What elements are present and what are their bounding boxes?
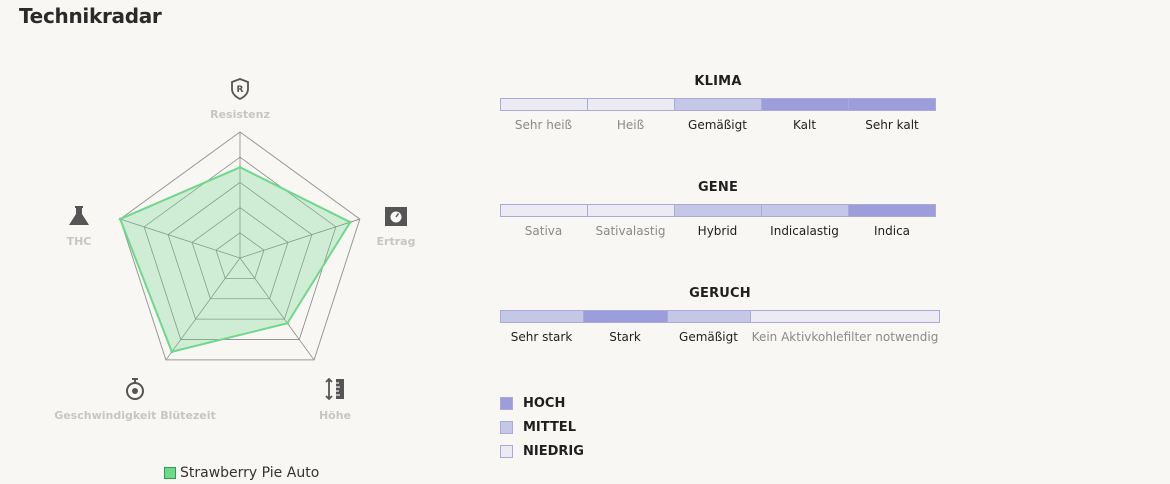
radar-axis-label: Resistenz <box>210 108 270 121</box>
scale-segment <box>848 98 936 111</box>
level-legend: HOCH MITTEL NIEDRIG <box>500 391 584 463</box>
scale-segment <box>500 310 583 323</box>
scale-segment <box>500 98 587 111</box>
scale-segment <box>848 204 936 217</box>
radar-grid-ring <box>191 207 289 300</box>
scale-option-label: Kein Aktivkohlefilter notwendig <box>751 330 939 344</box>
scale-bar <box>500 98 936 111</box>
scale-segment <box>587 98 674 111</box>
radar-grid-ring <box>143 156 337 340</box>
height-ruler-icon <box>325 377 344 401</box>
scale-option-label: Sehr kalt <box>865 118 919 132</box>
level-swatch <box>500 396 513 410</box>
level-label: MITTEL <box>523 419 576 435</box>
radar-point <box>285 321 289 325</box>
level-legend-item-mittel: MITTEL <box>500 415 584 439</box>
radar-series-area <box>119 166 352 353</box>
scale-bar <box>500 204 936 217</box>
level-legend-item-hoch: HOCH <box>500 391 584 415</box>
stopwatch-icon <box>126 378 144 400</box>
radar-point <box>238 165 242 169</box>
page-title: Technikradar <box>19 4 162 28</box>
radar-spoke <box>165 257 241 361</box>
flask-icon <box>69 206 89 225</box>
scale-option-label: Gemäßigt <box>679 330 738 344</box>
level-label: HOCH <box>523 395 566 411</box>
scale-segment <box>587 204 674 217</box>
radar-spoke <box>120 218 241 259</box>
svg-text:R: R <box>237 85 244 95</box>
scale-option-label: Stark <box>609 330 641 344</box>
scale-option-label: Gemäßigt <box>688 118 747 132</box>
scale-option-label: Sativa <box>524 224 563 238</box>
radar-grid-ring <box>167 181 313 320</box>
radar-point <box>170 350 174 354</box>
radar-spoke <box>239 257 315 361</box>
scale-option-label: Hybrid <box>697 224 738 238</box>
scale-segment <box>761 204 848 217</box>
radar-axis-label: THC <box>67 235 92 248</box>
level-label: NIEDRIG <box>523 443 584 459</box>
scale-segment <box>667 310 750 323</box>
scale-option-label: Sativalastig <box>595 224 666 238</box>
scale-weight-icon <box>385 207 407 226</box>
scale-labels: Sehr heiß Heiß Gemäßigt Kalt Sehr kalt <box>500 118 936 132</box>
scale-segment <box>583 310 667 323</box>
scale-segment <box>750 310 940 323</box>
scale-option-label: Indica <box>873 224 911 238</box>
radar-spoke <box>239 218 360 259</box>
scale-gene: GENE Sativa Sativalastig Hybrid Indicalasti… <box>500 180 936 244</box>
scale-option-label: Heiß <box>616 118 645 132</box>
scale-labels: Sehr stark Stark Gemäßigt Kein Aktivkohlefi… <box>500 330 940 344</box>
scale-option-label: Indicalastig <box>770 224 839 238</box>
radar-grid-ring <box>119 131 361 361</box>
scale-option-label: Sehr heiß <box>514 118 573 132</box>
scale-segment <box>500 204 587 217</box>
scale-bar <box>500 310 940 323</box>
radar-point <box>348 220 352 224</box>
scale-geruch: GERUCH Sehr stark Stark Gemäßigt Kein Aktiv… <box>500 286 940 350</box>
radar-axis-label: Geschwindigkeit Blütezeit <box>54 409 216 422</box>
scale-klima: KLIMA Sehr heiß Heiß Gemäßigt Kalt Sehr kalt <box>500 74 936 138</box>
scale-segment <box>761 98 848 111</box>
level-legend-item-niedrig: NIEDRIG <box>500 439 584 463</box>
scale-title: KLIMA <box>694 74 742 89</box>
scale-title: GENE <box>697 180 739 195</box>
legend-swatch <box>164 467 176 479</box>
scale-labels: Sativa Sativalastig Hybrid Indicalastig Indi… <box>500 224 936 238</box>
legend-label: Strawberry Pie Auto <box>180 465 320 481</box>
radar-axis-label: Höhe <box>319 409 351 422</box>
scale-option-label: Sehr stark <box>510 330 573 344</box>
level-swatch <box>500 420 513 434</box>
scale-segment <box>674 204 761 217</box>
chart-legend[interactable]: Strawberry Pie Auto <box>164 465 319 481</box>
radar-axis-label: Ertrag <box>377 235 416 248</box>
scale-segment <box>674 98 761 111</box>
scale-option-label: Kalt <box>792 118 817 132</box>
shield-r-icon: R <box>231 78 249 101</box>
scale-title: GERUCH <box>689 286 751 301</box>
level-swatch <box>500 444 513 458</box>
radar-point <box>118 217 122 221</box>
radar-grid-ring <box>215 232 265 279</box>
